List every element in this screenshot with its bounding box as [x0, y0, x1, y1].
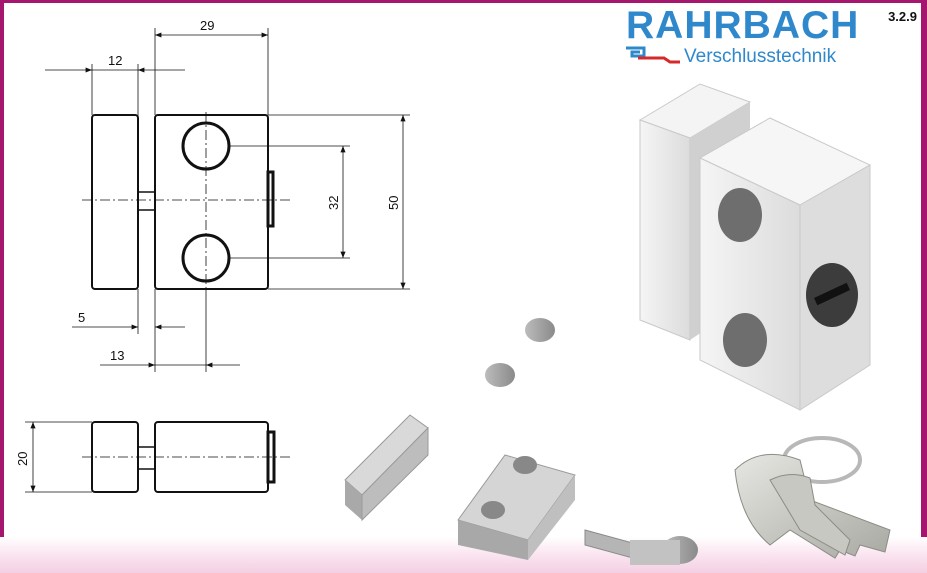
page-frame-right — [921, 0, 927, 573]
dim-pin-offset: 13 — [110, 348, 124, 363]
front-view — [91, 114, 275, 290]
brand-mark-icon — [626, 46, 680, 64]
brand-tagline: Verschlusstechnik — [684, 46, 837, 67]
dim-height: 50 — [386, 196, 401, 210]
lock-render — [638, 83, 872, 411]
parts-render — [344, 318, 698, 565]
dim-gap-part: 12 — [108, 53, 122, 68]
page-frame-top — [0, 0, 927, 3]
dim-pin-left: 5 — [78, 310, 85, 325]
page-frame-left — [0, 0, 4, 573]
dim-depth: 20 — [15, 452, 30, 466]
brand-name: RAHRBACH — [626, 4, 860, 47]
brand-logo: RAHRBACH Verschlusstechnik — [624, 4, 864, 68]
key-icon — [734, 436, 891, 559]
section-number: 3.2.9 — [888, 9, 917, 24]
dim-hole-spacing: 32 — [326, 196, 341, 210]
dim-width-total: 29 — [200, 18, 214, 33]
